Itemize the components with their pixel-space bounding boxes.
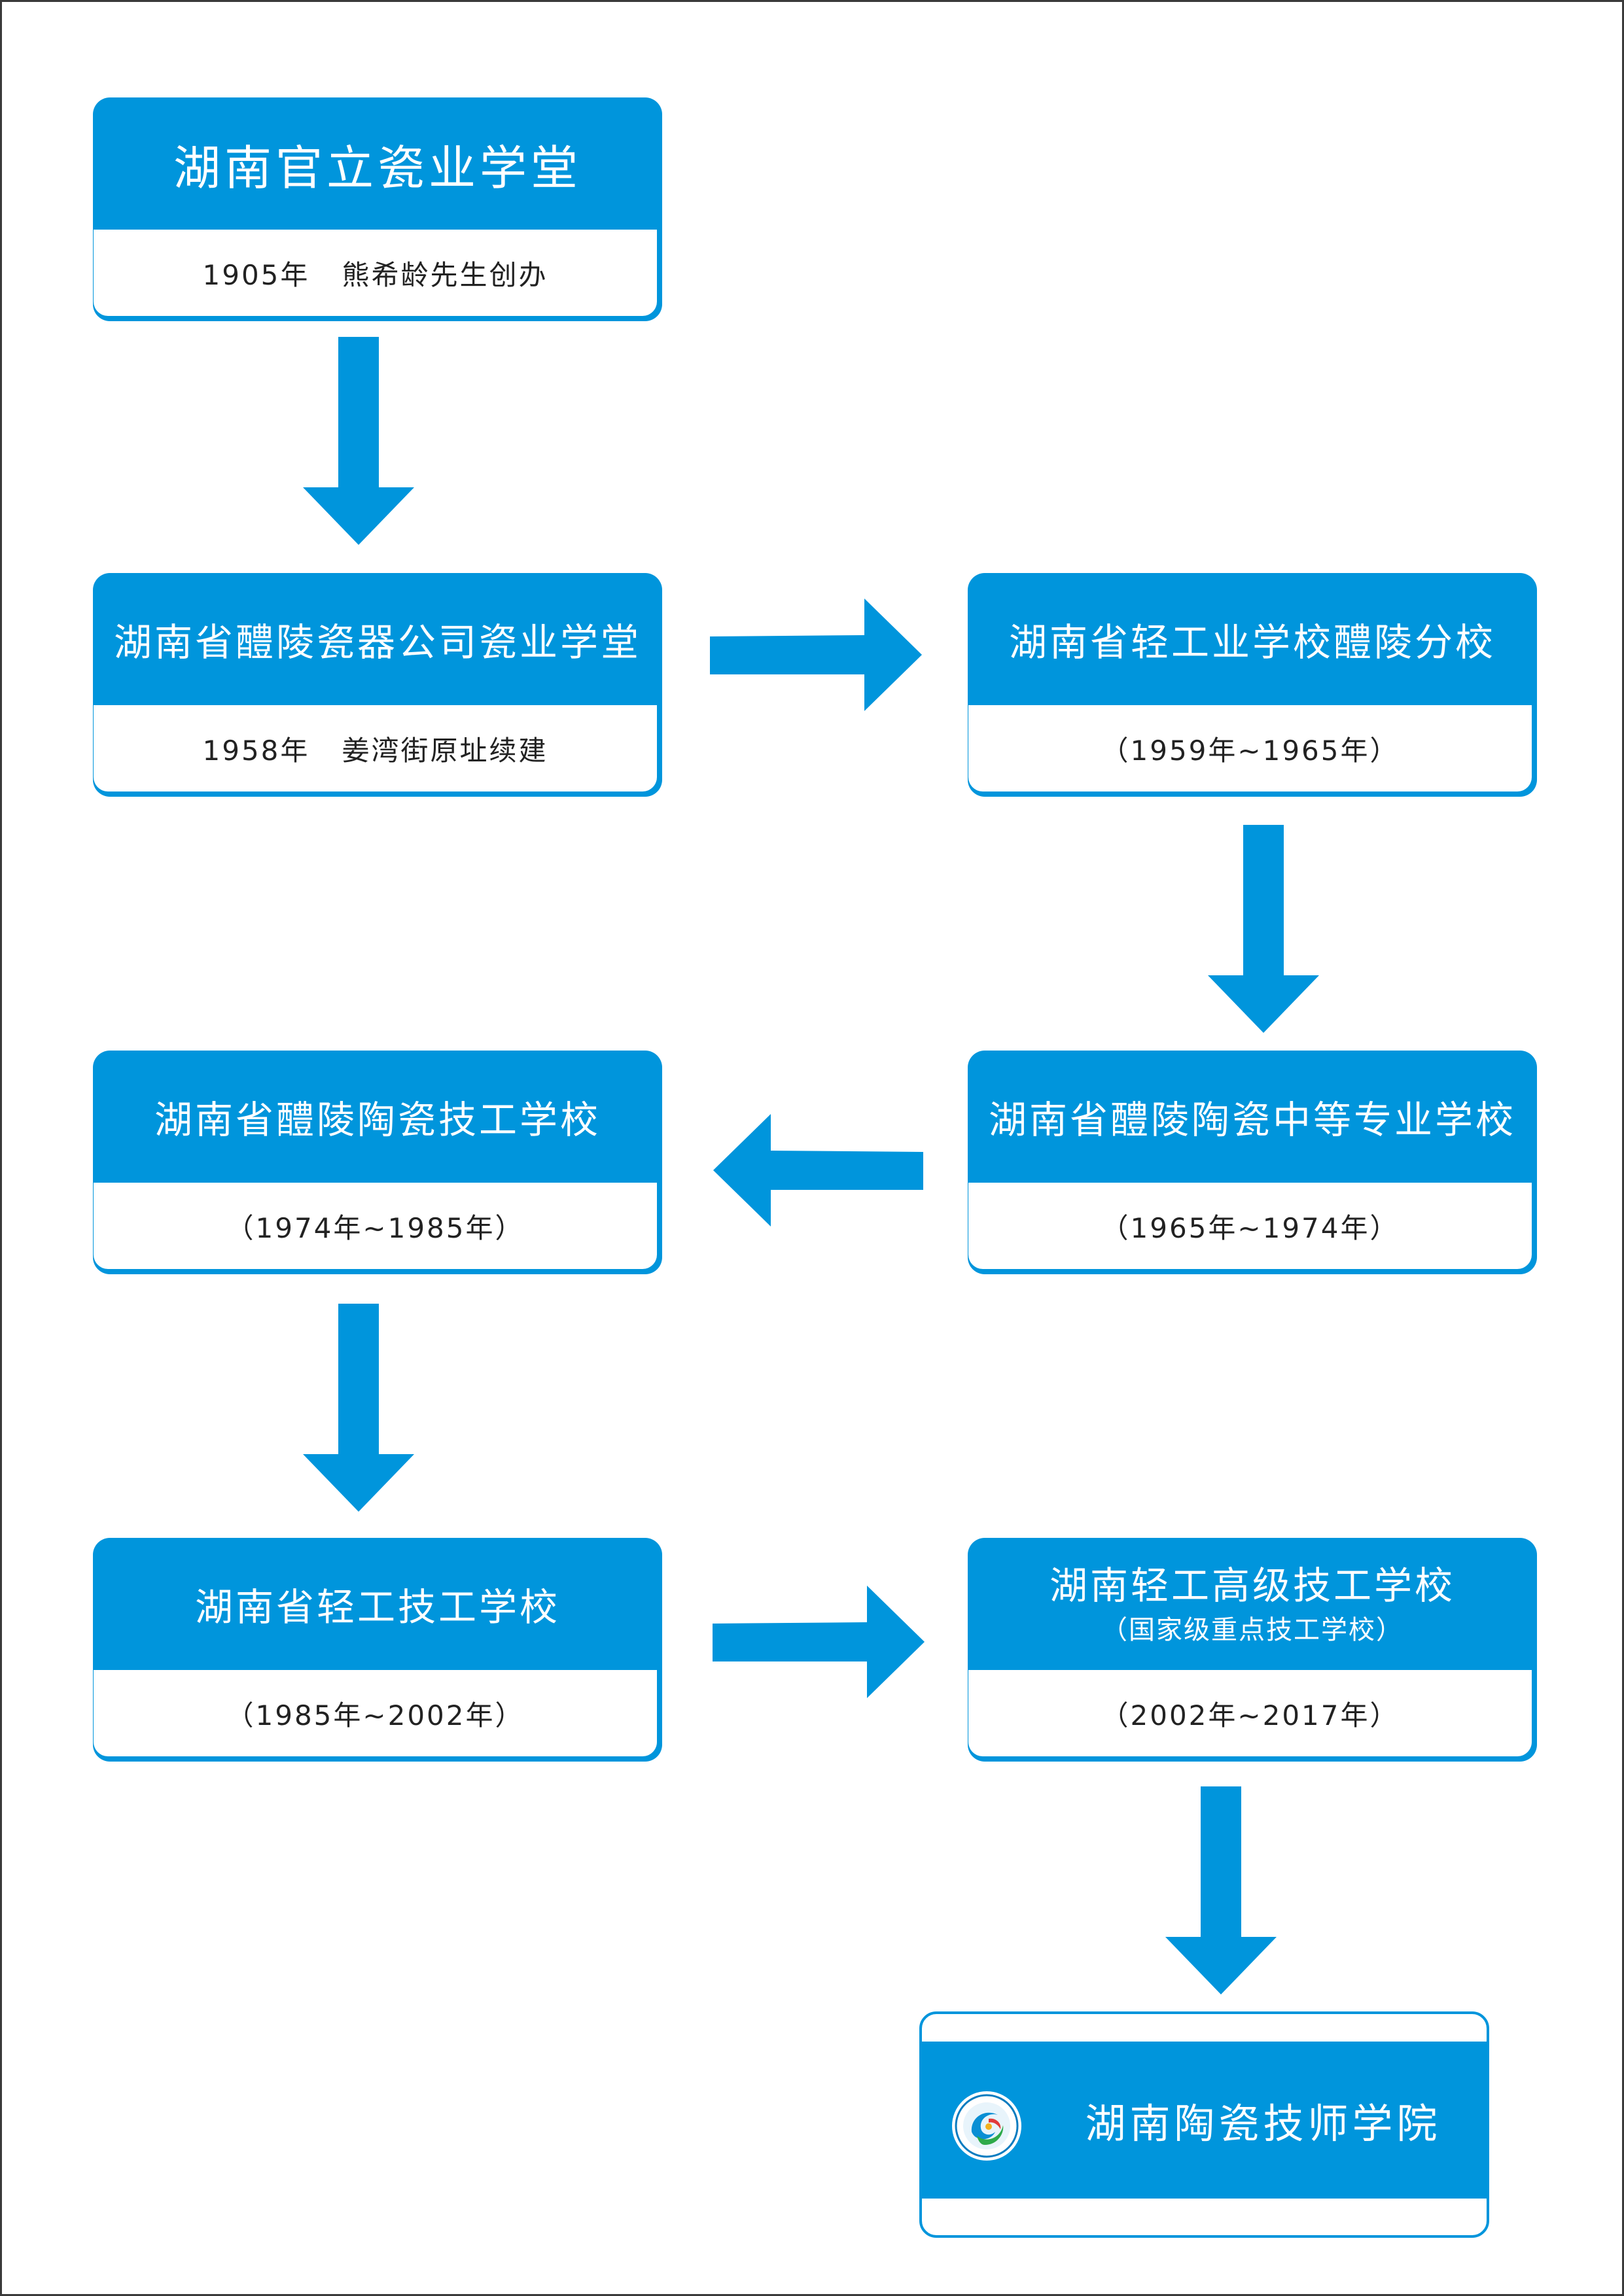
node-title: 湖南轻工高级技工学校 (1049, 1563, 1455, 1608)
node-liling-ceramics-technical-school: 湖南省醴陵陶瓷技工学校 （1974年~1985年） (93, 1051, 662, 1274)
arrow-down-icon (303, 1304, 414, 1512)
node-subtitle-panel (94, 705, 657, 791)
node-title-group: 湖南轻工高级技工学校 （国家级重点技工学校） (968, 1538, 1537, 1670)
node-light-industry-school-liling-branch: 湖南省轻工业学校醴陵分校 （1959年~1965年） (968, 573, 1537, 797)
arrow-right-icon (713, 1586, 925, 1698)
arrow-right-icon (710, 599, 922, 711)
arrow-down-icon (1208, 825, 1319, 1033)
college-emblem-icon (952, 2091, 1021, 2161)
node-title: 湖南陶瓷技师学院 (1085, 2100, 1441, 2148)
node-hunan-official-porcelain-school: 湖南官立瓷业学堂 1905年 熊希龄先生创办 (93, 97, 662, 321)
node-subtitle: （1985年~2002年） (226, 1699, 525, 1731)
node-subtitle: （2002年~2017年） (1101, 1699, 1400, 1731)
node-light-industry-technical-school: 湖南省轻工技工学校 （1985年~2002年） (93, 1538, 662, 1762)
node-note: （国家级重点技工学校） (1101, 1615, 1403, 1645)
node-title: 湖南省醴陵陶瓷中等专业学校 (988, 1098, 1516, 1142)
node-title: 湖南省轻工技工学校 (194, 1585, 560, 1629)
node-hunan-ceramics-technician-college: 湖南陶瓷技师学院 (919, 2011, 1489, 2238)
node-subtitle-panel (968, 1183, 1532, 1269)
node-title: 湖南省轻工业学校醴陵分校 (1008, 620, 1496, 665)
node-light-industry-advanced-technical-school: 湖南轻工高级技工学校 （国家级重点技工学校） （2002年~2017年） (968, 1538, 1537, 1762)
node-subtitle-panel (968, 705, 1532, 791)
node-liling-porcelain-company-school: 湖南省醴陵瓷器公司瓷业学堂 1958年 姜湾街原址续建 (93, 573, 662, 797)
node-subtitle: （1965年~1974年） (1101, 1211, 1400, 1244)
node-subtitle-panel (968, 1670, 1532, 1756)
node-title: 湖南官立瓷业学堂 (173, 140, 582, 196)
arrow-down-icon (303, 337, 414, 545)
node-subtitle: （1959年~1965年） (1101, 734, 1400, 767)
node-subtitle-panel (94, 1183, 657, 1269)
arrow-down-icon (1165, 1786, 1277, 1994)
node-subtitle-panel (94, 1670, 657, 1756)
arrow-left-icon (713, 1114, 923, 1226)
node-title: 湖南省醴陵瓷器公司瓷业学堂 (113, 620, 641, 665)
node-subtitle-panel (94, 230, 657, 316)
node-subtitle: 1958年 姜湾街原址续建 (202, 734, 548, 767)
node-liling-ceramics-secondary-school: 湖南省醴陵陶瓷中等专业学校 （1965年~1974年） (968, 1051, 1537, 1274)
node-title: 湖南省醴陵陶瓷技工学校 (154, 1098, 601, 1142)
node-subtitle: （1974年~1985年） (226, 1211, 525, 1244)
node-subtitle: 1905年 熊希龄先生创办 (202, 258, 548, 291)
